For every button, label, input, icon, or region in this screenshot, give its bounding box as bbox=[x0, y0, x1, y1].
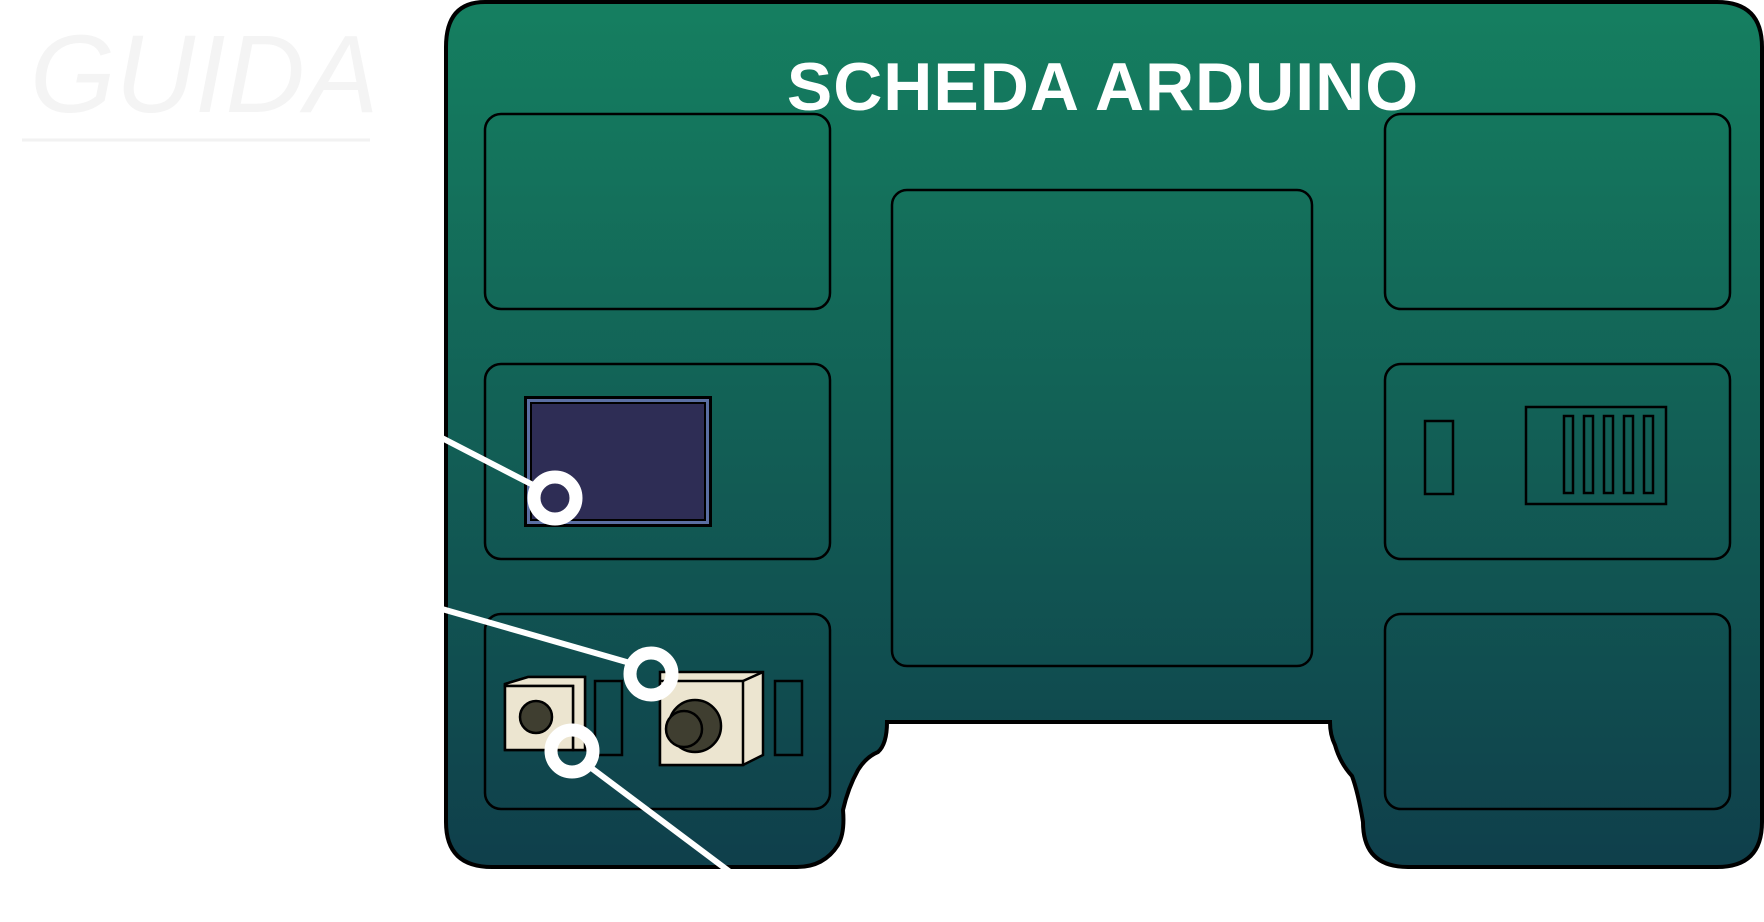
dip-switch-icon bbox=[1524, 405, 1668, 506]
board-title: SCHEDA ARDUINO bbox=[787, 49, 1419, 125]
left-panel-top bbox=[483, 112, 832, 311]
left-panel-bottom bbox=[483, 612, 832, 811]
right-panel-top bbox=[1383, 112, 1732, 311]
usb-side-slot bbox=[593, 679, 624, 757]
faint-heading: GUIDA bbox=[30, 13, 378, 136]
right-panel-middle bbox=[1383, 362, 1732, 561]
barrel-jack-icon bbox=[658, 670, 765, 767]
callout-line-usb bbox=[588, 764, 732, 875]
main-panel bbox=[890, 188, 1314, 668]
usb-connector-icon bbox=[503, 675, 587, 752]
small-slot bbox=[1423, 419, 1455, 496]
callout-marker-chip[interactable] bbox=[527, 470, 583, 526]
board-outline bbox=[444, 0, 1764, 869]
callout-line-chip bbox=[440, 435, 537, 489]
callout-line-power bbox=[441, 606, 631, 666]
chip-icon bbox=[524, 396, 712, 527]
power-side-slot bbox=[773, 679, 804, 757]
callout-marker-usb[interactable] bbox=[544, 723, 600, 779]
callout-marker-power[interactable] bbox=[623, 646, 679, 702]
right-panel-bottom bbox=[1383, 612, 1732, 811]
